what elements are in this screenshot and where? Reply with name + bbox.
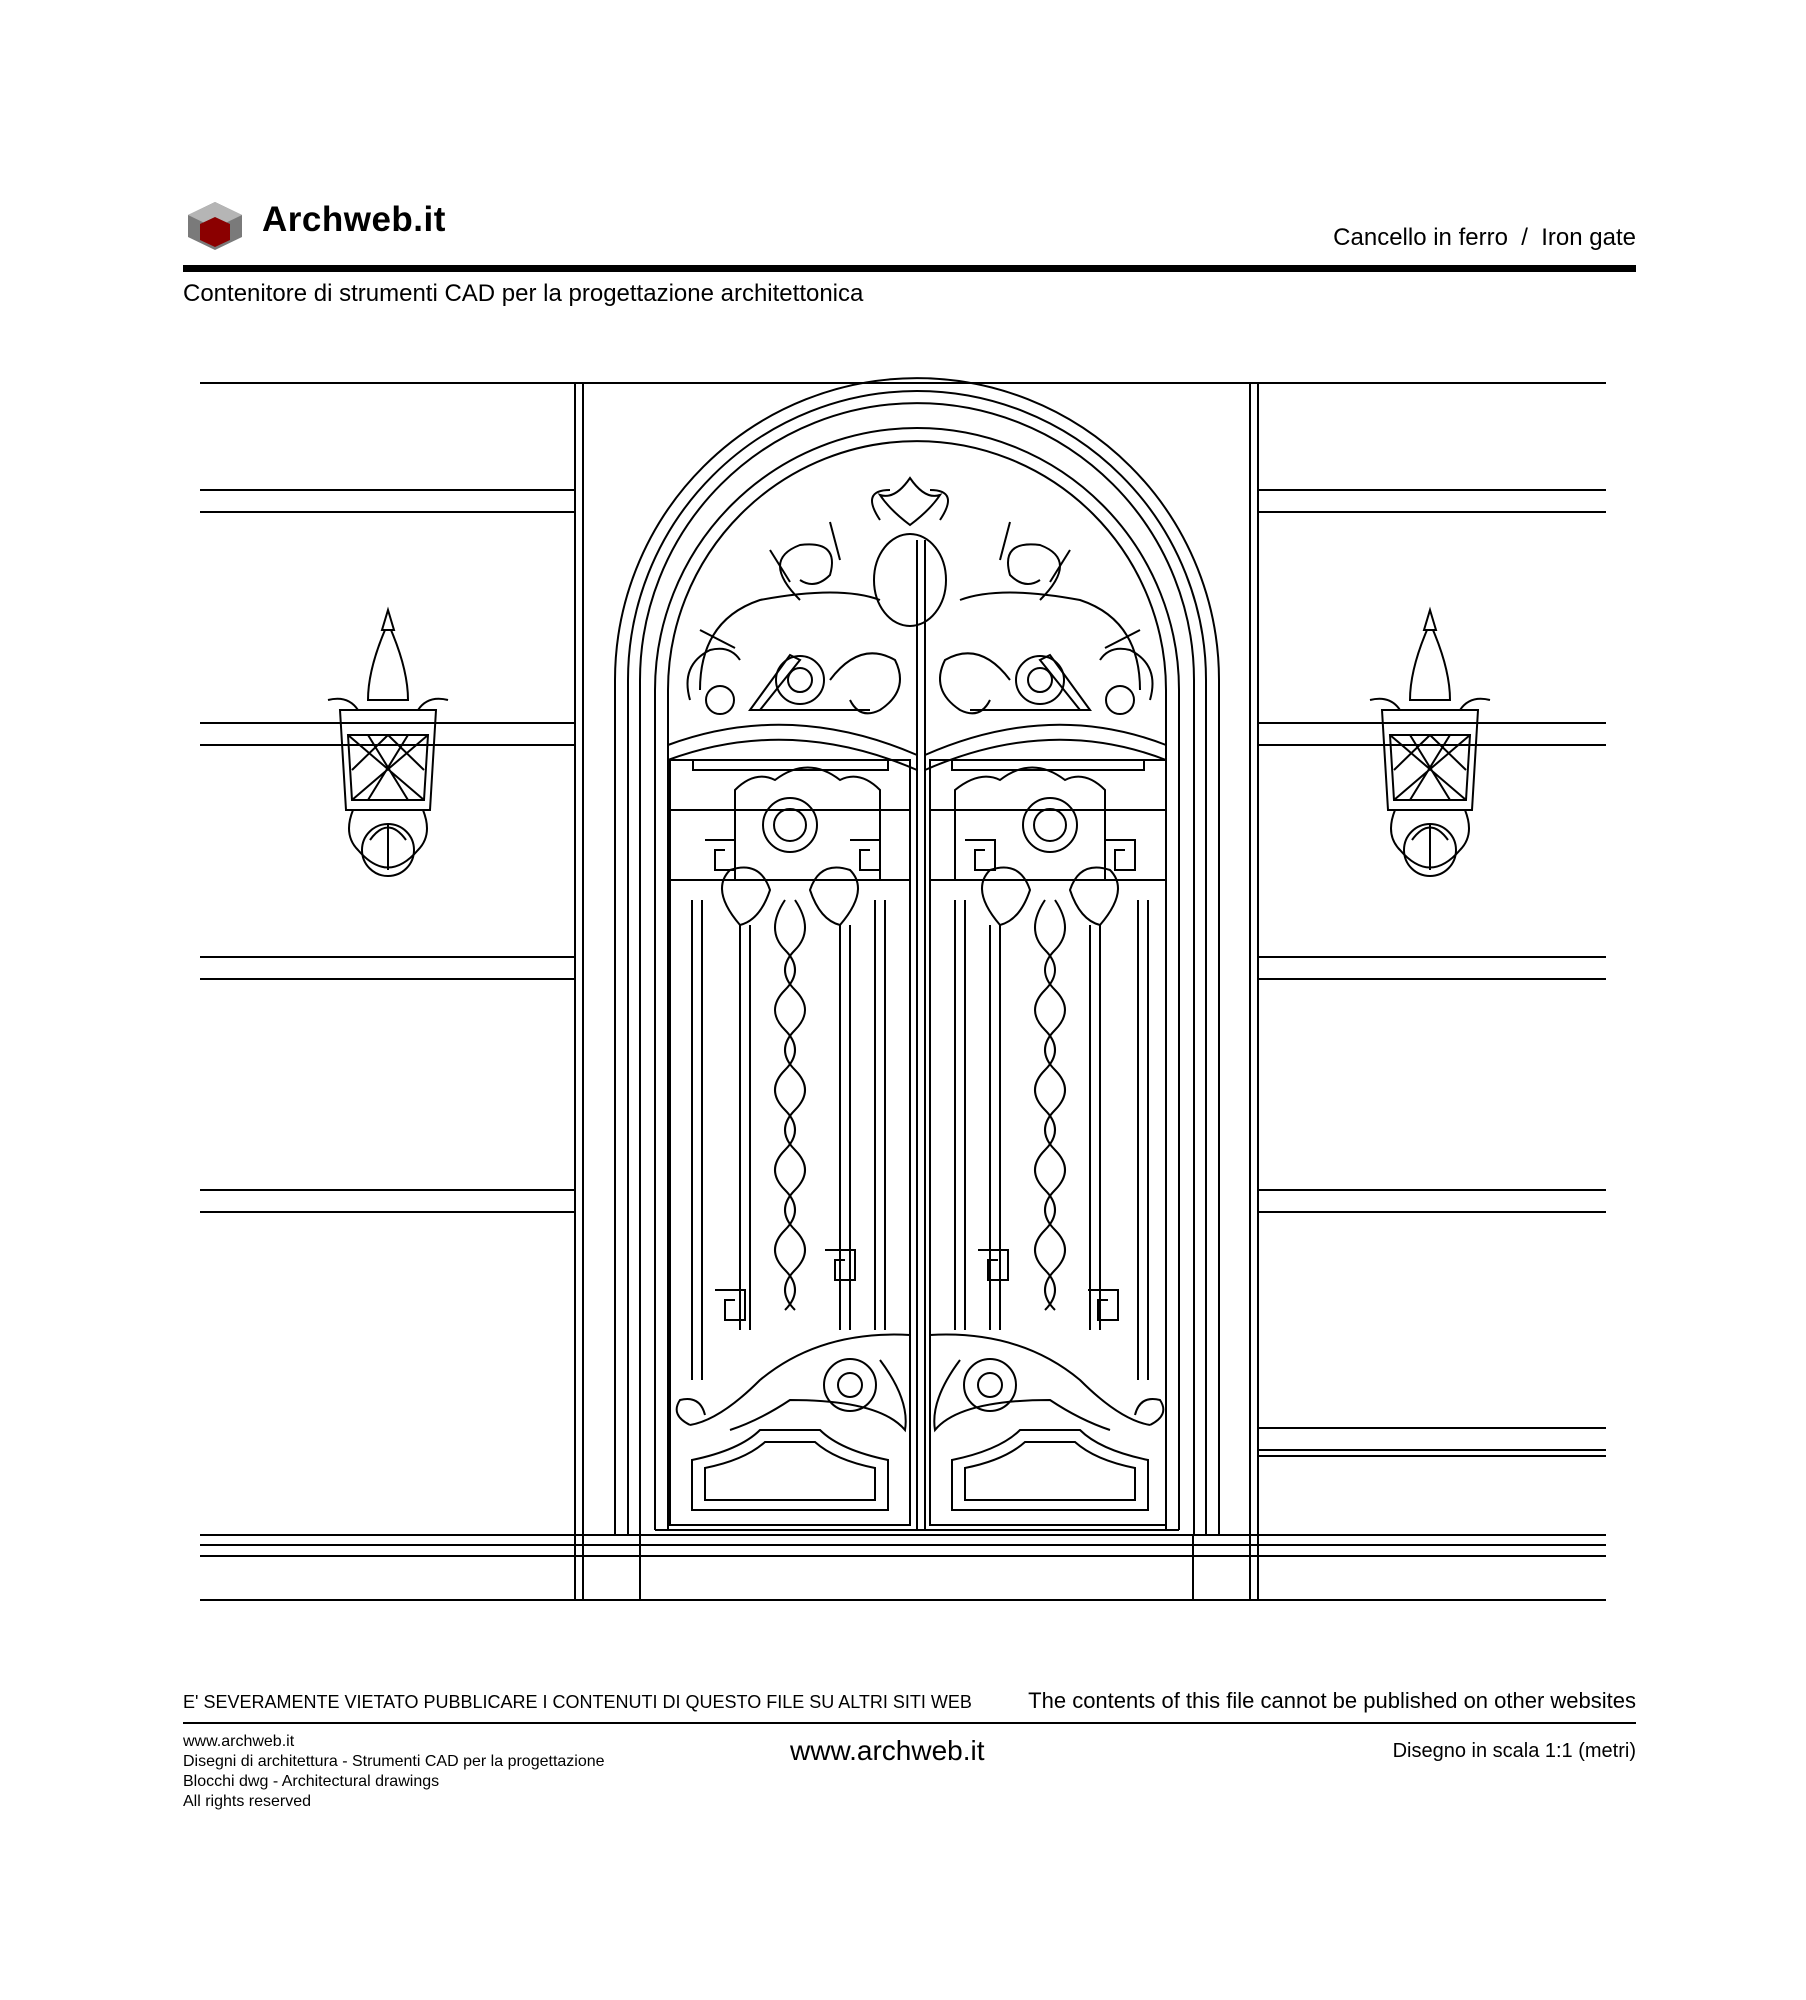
logo-text: Archweb.it — [262, 200, 446, 239]
warning-english: The contents of this file cannot be publ… — [1028, 1688, 1636, 1713]
credit-line: Blocchi dwg - Architectural drawings — [183, 1773, 440, 1790]
footer-divider — [183, 1722, 1636, 1724]
credit-line: www.archweb.it — [183, 1733, 295, 1750]
scale-note: Disegno in scala 1:1 (metri) — [1392, 1740, 1636, 1762]
wall-lantern-icon — [327, 606, 449, 877]
door-frame — [574, 377, 1259, 1600]
wall-lantern-icon — [1369, 606, 1491, 877]
warning-italian: E' SEVERAMENTE VIETATO PUBBLICARE I CONT… — [183, 1692, 972, 1712]
header-subtitle: Contenitore di strumenti CAD per la prog… — [183, 280, 864, 307]
wall-bands-left — [200, 489, 575, 1213]
credit-line: All rights reserved — [183, 1793, 312, 1810]
credit-line: Disegni di architettura - Strumenti CAD … — [183, 1753, 605, 1770]
leaf-chain-right — [1034, 899, 1056, 1311]
gate-leaves — [655, 476, 1179, 1531]
footer-url[interactable]: www.archweb.it — [790, 1735, 985, 1766]
drawing-title: Cancello in ferro / Iron gate — [1333, 224, 1636, 251]
wall-bands-right — [1258, 489, 1606, 1457]
archweb-logo-icon — [188, 202, 242, 250]
leaf-chain-left — [774, 899, 796, 1311]
header-divider — [183, 265, 1636, 272]
